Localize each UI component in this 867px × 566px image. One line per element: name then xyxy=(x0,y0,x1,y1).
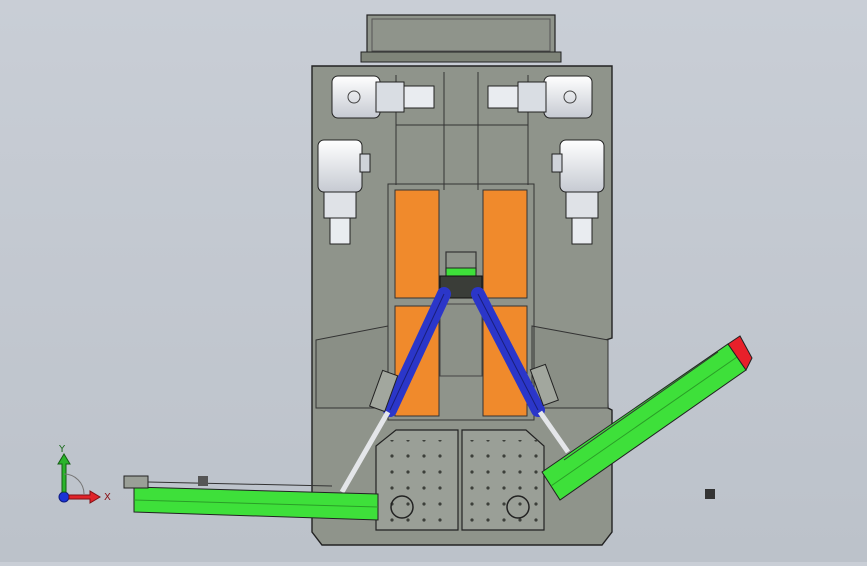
triad-origin-icon xyxy=(58,491,70,503)
triad-x-label: X xyxy=(104,492,111,503)
piston-rods[interactable] xyxy=(339,363,571,494)
loose-part[interactable] xyxy=(705,489,715,499)
motor-top-right[interactable] xyxy=(487,75,593,119)
orange-plate-top-left[interactable] xyxy=(394,189,440,299)
green-arm-left[interactable] xyxy=(123,475,379,521)
triad-y-label: Y xyxy=(58,444,66,455)
drill-plates[interactable] xyxy=(375,429,545,531)
green-arm-right[interactable] xyxy=(541,335,753,501)
base-frame[interactable] xyxy=(311,65,613,546)
motor-side-left[interactable] xyxy=(317,139,371,245)
red-end-cap[interactable] xyxy=(727,335,753,371)
coordinate-triad: Y X xyxy=(57,444,111,504)
top-gearbox[interactable] xyxy=(360,14,562,63)
triad-x-axis-icon xyxy=(68,490,101,504)
blue-cylinders[interactable] xyxy=(383,287,545,417)
motor-side-right[interactable] xyxy=(551,139,605,245)
motor-top-left[interactable] xyxy=(331,75,435,119)
triad-y-axis-icon xyxy=(57,453,71,493)
orange-plate-top-right[interactable] xyxy=(482,189,528,299)
